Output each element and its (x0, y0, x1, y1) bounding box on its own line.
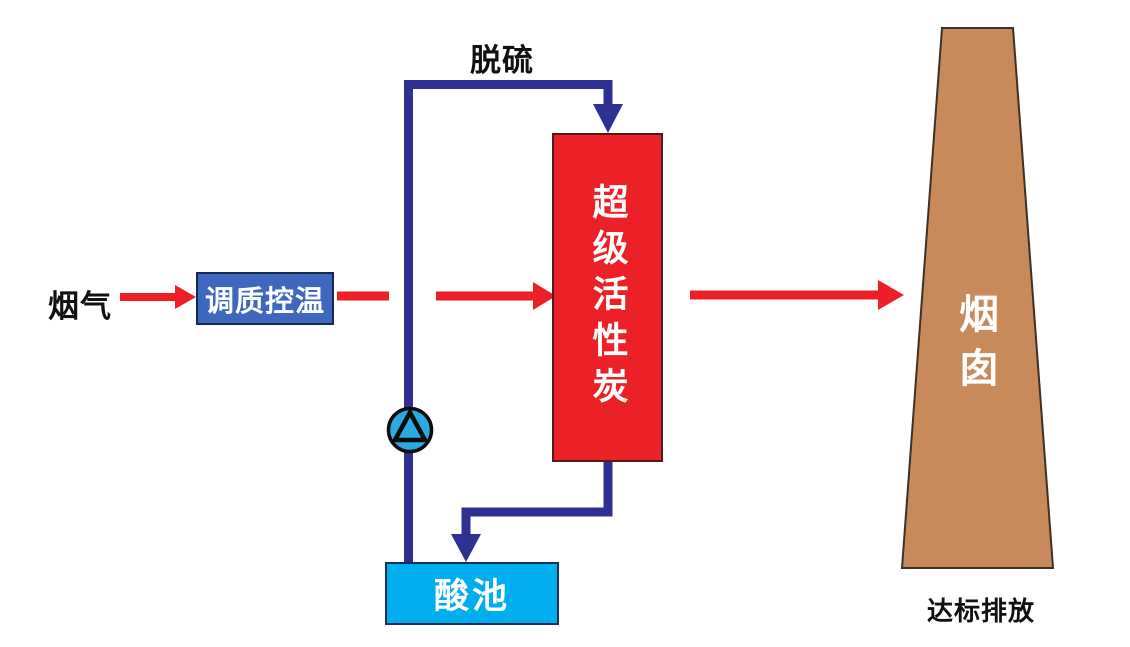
node-conditioning: 调质控温 (196, 272, 334, 325)
flue-gas-label: 烟气 (48, 289, 112, 324)
flue-gas-arrowhead-icon (175, 285, 196, 309)
carbon-drain-arrowhead-icon (451, 534, 481, 562)
desulfurization-label: 脱硫 (470, 43, 534, 78)
desulfurization-pipe-arrowhead-icon (593, 104, 623, 133)
node-chimney-label: 烟囱 (953, 293, 997, 401)
node-activated-carbon-label: 超级活性炭 (587, 182, 629, 413)
desulfurization-pipe (404, 80, 613, 563)
node-conditioning-label: 调质控温 (204, 285, 325, 318)
carbon-to-chimney-arrowhead-icon (878, 280, 904, 310)
carbon-inlet-arrowhead-icon (533, 282, 556, 310)
compliant-discharge-label: 达标排放 (927, 596, 1036, 626)
carbon-drain-pipe (461, 462, 613, 536)
node-acid-pool: 酸池 (385, 562, 559, 625)
node-acid-pool-label: 酸池 (433, 577, 510, 616)
chimney-shape (900, 27, 1055, 569)
node-activated-carbon: 超级活性炭 (552, 133, 663, 462)
pump-triangle (391, 407, 429, 443)
pump-icon (386, 406, 434, 454)
